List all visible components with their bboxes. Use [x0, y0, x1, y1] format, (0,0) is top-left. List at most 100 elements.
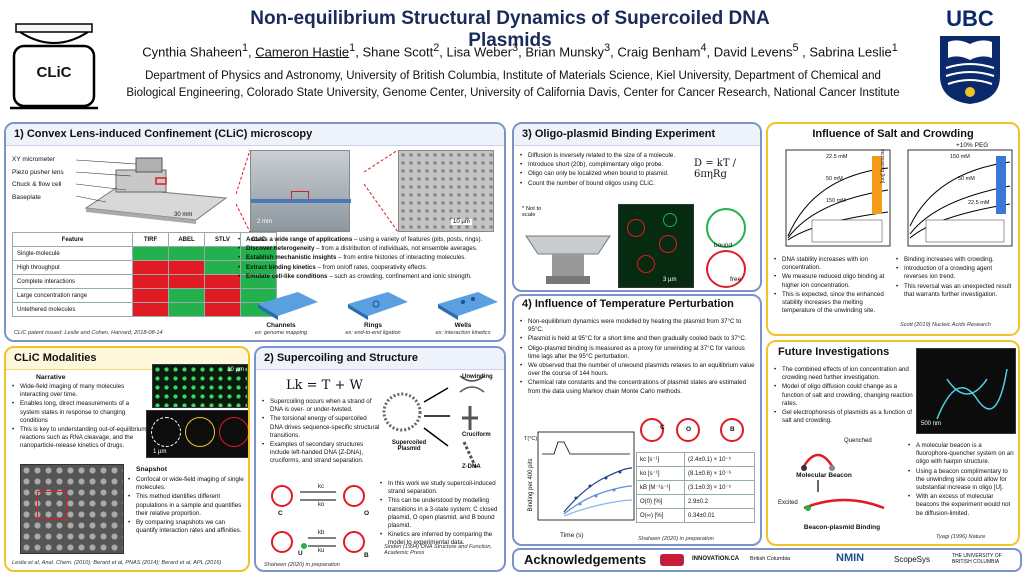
list-item: Examples of secondary structures include…	[262, 441, 380, 466]
list-item: Emulate cell-like conditions – such as c…	[238, 273, 504, 281]
rate-label: kc	[318, 484, 324, 490]
table-row: O(∞) [%]0.34±0.01	[636, 508, 755, 523]
feature-example: ex: interaction kinetics	[435, 330, 491, 336]
label: Baseplate	[12, 193, 41, 201]
technique-comparison-table: Feature TIRF ABEL STLV CLiC Single-molec…	[12, 232, 277, 317]
list-item: Establish mechanistic insights – from en…	[238, 254, 504, 262]
scale-bar-label: 3 µm	[663, 277, 677, 283]
feature-name: Channels	[266, 322, 296, 329]
patent-note: CLiC patent issued: Leslie and Cohen, Ha…	[14, 330, 163, 336]
temperature-bullets: Non-equilibrium dynamics were modelled b…	[520, 318, 758, 397]
scale-bar-label: 10 µm	[451, 219, 472, 225]
salt-binding-plot-left	[785, 149, 891, 247]
affiliation-line: Biological Engineering, Colorado State U…	[126, 87, 900, 100]
sponsor-logo: NMIN	[836, 552, 865, 564]
curve-label: 50 mM	[958, 176, 975, 182]
state-label: C	[660, 424, 665, 431]
list-item: With an excess of molecular beacons the …	[908, 493, 1016, 518]
y-axis-label: Binding per 400 pits	[528, 458, 534, 512]
list-item: We measure reduced oligo binding at high…	[774, 273, 892, 289]
author: Cameron Hastie	[255, 44, 350, 60]
fluorescence-image: 10 µm	[152, 364, 248, 408]
snapshot-image	[20, 464, 124, 554]
sponsor-logo	[660, 554, 684, 566]
scale-bar-label: 30 mm	[174, 212, 193, 218]
state-label: C	[278, 510, 283, 517]
column-header: STLV	[204, 232, 241, 247]
channels-illustration	[258, 292, 318, 320]
table-row: kB [M⁻¹s⁻¹](3.1±0.3) × 10⁻⁵	[636, 480, 755, 495]
zoom-connector-lines	[236, 150, 399, 233]
panel-oligo-binding: 3) Oligo-plasmid Binding Experiment Diff…	[512, 122, 762, 292]
list-item: Non-equilibrium dynamics were modelled b…	[520, 318, 758, 334]
author-list: Cynthia Shaheen1, Cameron Hastie1, Shane…	[142, 42, 898, 60]
list-item: The combined effects of ion concentratio…	[774, 366, 914, 382]
x-axis-label: Time (s)	[560, 532, 584, 539]
feature-name: Rings	[363, 322, 383, 329]
structure-label: Supercoiled Plasmid	[391, 440, 427, 452]
list-item: Enables long, direct measurements of a s…	[12, 400, 148, 425]
clic-instrument-image	[76, 157, 228, 224]
fluorescence-timeseries-image: 1 µm	[146, 410, 248, 458]
clic-logo-text: CLiC	[36, 64, 72, 81]
peg-label: +10% PEG	[956, 142, 989, 149]
rate-parameters-table: kc [s⁻¹](2.4±0.1) × 10⁻⁵ ko [s⁻¹](8.1±0.…	[636, 452, 755, 523]
panel-supercoiling: 2) Supercoiling and Structure Lk = T + W…	[254, 346, 506, 572]
curve-label: 22.5 mM	[826, 154, 848, 160]
label: XY micrometer	[12, 156, 55, 163]
list-item: This reversal was an unexpected result t…	[896, 283, 1016, 299]
stokes-einstein-equation: D = kT / 6πηRg	[694, 158, 737, 180]
structure-label: Cruciform	[462, 432, 491, 438]
author: Craig Benham	[617, 44, 701, 60]
list-item: DNA stability increases with ion concent…	[774, 256, 892, 272]
flow-cell-illustration	[525, 235, 611, 284]
wells-illustration	[438, 292, 498, 320]
author: Lisa Weber	[446, 44, 513, 60]
citation: Shaheen (2020) in preparation	[638, 536, 714, 542]
inset-y-label: T(°C)	[524, 436, 538, 442]
scale-bar-label: 2 mm	[257, 219, 272, 225]
list-item: Gel electrophoresis of plasmids as a fun…	[774, 409, 914, 425]
affiliation-line: Department of Physics and Astronomy, Uni…	[145, 70, 881, 82]
state-c-icon	[640, 418, 664, 442]
free-label: free	[730, 276, 742, 283]
author: Shane Scott	[362, 44, 434, 60]
bound-state-icon	[706, 208, 746, 248]
oligo-bullets: Diffusion is inversely related to the si…	[520, 152, 696, 189]
list-item: We observed that the number of unwound p…	[520, 362, 758, 378]
list-item: Supercoiling occurs when a strand of DNA…	[262, 398, 380, 414]
table-row: Single-molecule	[12, 246, 277, 261]
list-item: Oligo can only be localized when bound t…	[520, 170, 696, 178]
citation: Sinden (1994) DNA Structure and Function…	[384, 544, 492, 556]
list-item: Access a wide range of applications – us…	[238, 236, 504, 244]
salt-right-bullets: Binding increases with crowding. Introdu…	[896, 256, 1016, 300]
curve-label: 22.5 mM	[968, 200, 990, 206]
panel-title: 1) Convex Lens-induced Confinement (CLiC…	[14, 128, 313, 140]
molecular-beacon-label: Molecular Beacon	[796, 472, 852, 479]
scale-bar-label: 500 nm	[921, 421, 942, 427]
citation: Shaheen (2020) in preparation	[264, 562, 340, 568]
list-item: Using a beacon complimentary to the unwi…	[908, 468, 1016, 493]
list-item: In this work we study supercoil-induced …	[380, 480, 502, 496]
list-item: Binding increases with crowding.	[896, 256, 1016, 264]
list-item: Oligo-plasmid binding is measured as a p…	[520, 345, 758, 361]
feature-name: Wells	[454, 322, 472, 329]
increasing-ion-label: Increasing [Ion]	[879, 149, 885, 184]
list-item: The torsional energy of supercoiled DNA …	[262, 415, 380, 440]
molecular-beacon-diagram	[801, 453, 885, 511]
dna-structures-diagram	[382, 375, 485, 469]
salt-binding-plot-right	[907, 149, 1013, 247]
bound-label: bound	[714, 242, 733, 249]
list-item: Model of oligo diffusion could change as…	[774, 383, 914, 408]
feature-example: ex: genome mapping	[254, 330, 308, 336]
list-item: Introduce short (20b), complimentary oli…	[520, 161, 696, 169]
poster-title: Non-equilibrium Structural Dynamics of S…	[250, 8, 770, 51]
label: Chuck & flow cell	[12, 181, 62, 188]
section-heading: Snapshot	[136, 466, 167, 473]
section-heading: Narrative	[36, 374, 66, 381]
panel-title: Influence of Salt and Crowding	[812, 128, 974, 140]
curve-label: 150 mM	[826, 198, 846, 204]
binding-micrograph-image: 3 µm	[618, 204, 694, 288]
list-item: Extract binding kinetics – from on/off r…	[238, 264, 504, 272]
list-item: By comparing snapshots we can quantify i…	[128, 519, 248, 535]
